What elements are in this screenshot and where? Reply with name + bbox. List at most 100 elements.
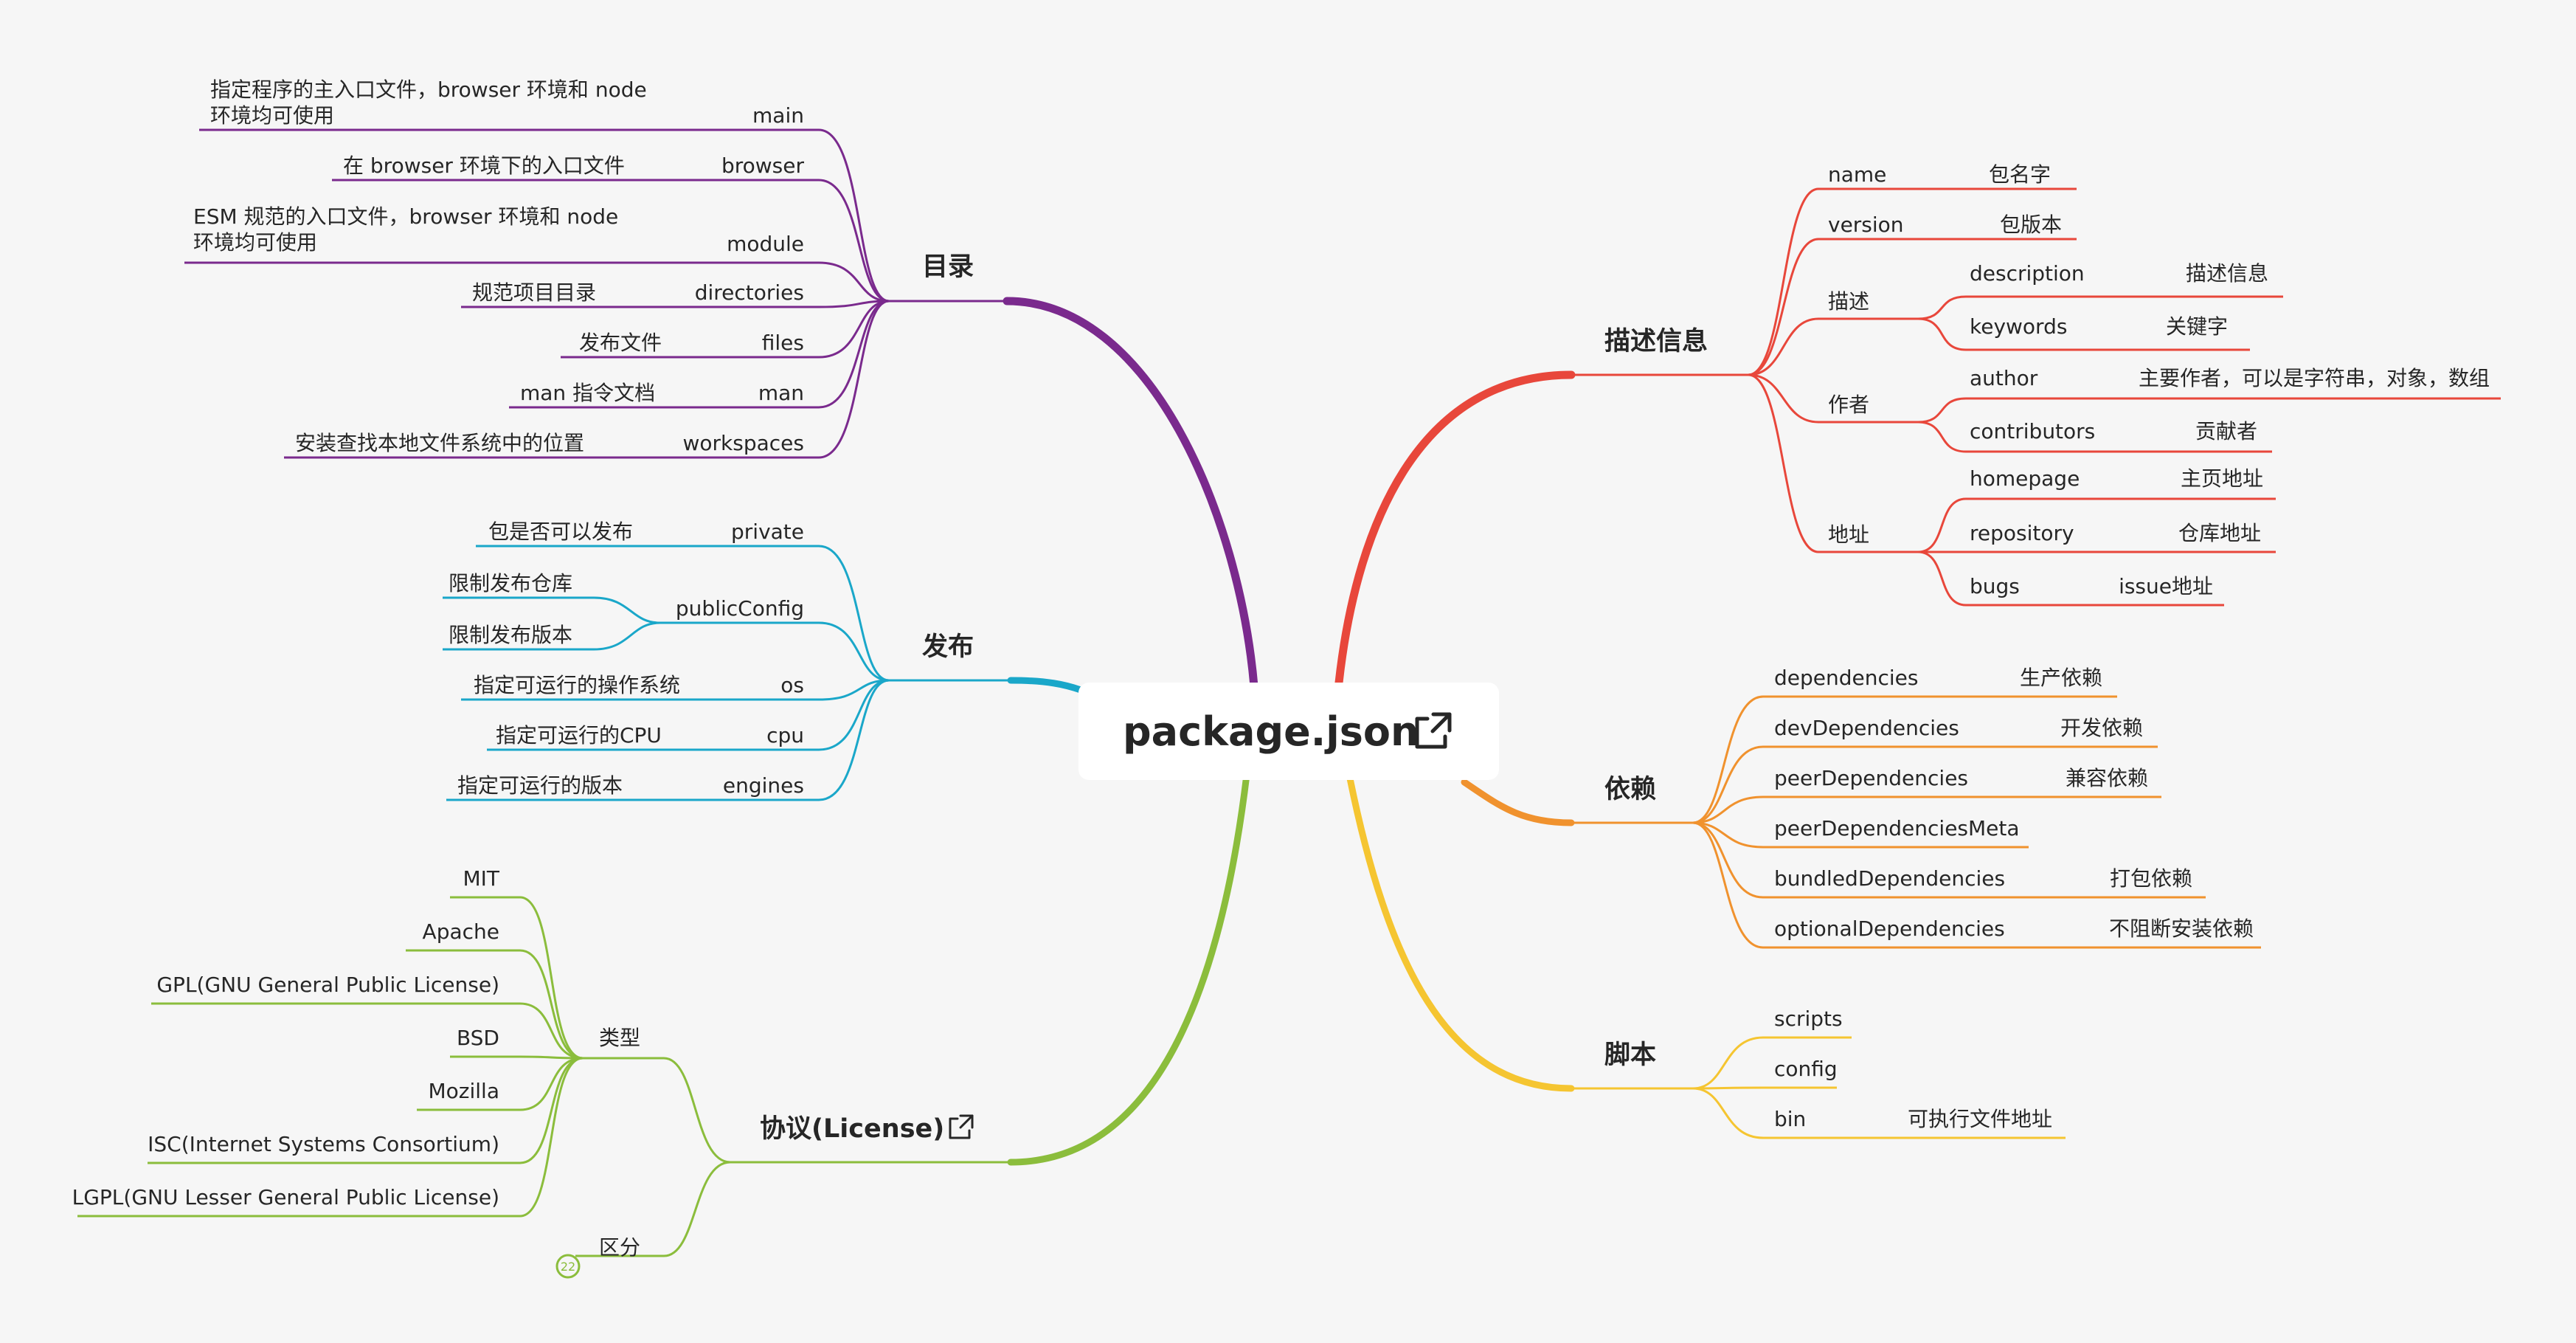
desc-description-key: description [1970,261,2085,286]
publish-engines-key: engines [723,773,804,798]
license-type-apache: Apache [423,919,499,944]
branch-script-label: 脚本 [1604,1040,1656,1070]
license-type-lgpl: LGPL(GNU Lesser General Public License) [72,1185,499,1209]
license-type-gpl: GPL(GNU General Public License) [156,973,499,997]
deps-devdependencies-key: devDependencies [1774,716,1959,740]
branch-license-title[interactable]: 协议(License) [760,1114,974,1144]
deps-bundleddependencies-value: 打包依赖 [2110,866,2192,891]
publish-publicconfig-desc-b: 限制发布版本 [449,623,572,647]
catalog-module-desc-line2: 环境均可使用 [193,230,317,255]
desc-author-value: 主要作者，可以是字符串，对象，数组 [2139,366,2490,390]
deps-devdependencies-value: 开发依赖 [2060,716,2143,740]
deps-optionaldependencies-value: 不阻断安装依赖 [2109,916,2254,941]
catalog-browser-key: browser [721,153,805,178]
script-items: scripts config bin 可执行文件地址 [1774,1007,2052,1131]
center-node[interactable]: package.json [1078,683,1499,780]
desc-bugs-value: issue地址 [2119,574,2213,598]
branch-description-label: 描述信息 [1604,326,1708,356]
publish-publicconfig-key: publicConfig [676,596,804,621]
catalog-man-key: man [758,381,804,405]
deps-dependencies-key: dependencies [1774,666,1918,690]
center-title: package.json [1123,708,1419,755]
desc-description-value: 描述信息 [2186,261,2268,286]
deps-dependencies-value: 生产依赖 [2020,666,2102,690]
license-collapsed-count: 22 [561,1260,575,1274]
publish-os-key: os [780,673,804,697]
desc-author-key: author [1970,366,2038,390]
script-bin-value: 可执行文件地址 [1908,1107,2052,1131]
external-link-icon[interactable] [1415,712,1452,749]
catalog-workspaces-desc: 安装查找本地文件系统中的位置 [295,431,584,455]
desc-version-value: 包版本 [2000,213,2062,237]
deps-peerdependencies-value: 兼容依赖 [2066,766,2148,790]
desc-address-label: 地址 [1828,522,1869,547]
branch-publish[interactable] [443,545,1011,801]
license-distinguish-label: 区分 [599,1235,640,1260]
publish-cpu-key: cpu [766,723,804,748]
publish-os-desc: 指定可运行的操作系统 [474,673,680,697]
branch-script[interactable] [1571,1036,2066,1139]
desc-name-key: name [1828,162,1886,187]
desc-repository-key: repository [1970,521,2074,545]
branch-catalog-label: 目录 [922,252,974,282]
connector-publish [1007,677,1084,694]
license-type-isc: ISC(Internet Systems Consortium) [148,1132,499,1156]
catalog-files-key: files [762,331,804,355]
deps-items: dependencies 生产依赖 devDependencies 开发依赖 p… [1774,666,2254,941]
publish-items: 包是否可以发布 private 限制发布仓库 限制发布版本 publicConf… [449,519,804,798]
catalog-directories-key: directories [695,280,804,305]
catalog-main-desc-line2: 环境均可使用 [210,103,334,128]
desc-homepage-value: 主页地址 [2181,466,2263,491]
connector-license [1007,771,1250,1166]
license-type-mit: MIT [463,866,499,891]
script-scripts-key: scripts [1774,1007,1843,1031]
publish-private-desc: 包是否可以发布 [488,519,633,544]
catalog-workspaces-key: workspaces [683,431,805,455]
desc-repository-value: 仓库地址 [2178,521,2261,545]
license-type-label: 类型 [599,1026,640,1050]
license-external-link-icon[interactable] [949,1114,974,1139]
description-items: name 包名字 version 包版本 描述 description 描述信息… [1828,162,2490,598]
publish-engines-desc: 指定可运行的版本 [457,773,623,798]
desc-author-group-label: 作者 [1828,393,1869,417]
catalog-browser-desc: 在 browser 环境下的入口文件 [343,153,625,178]
branch-deps-label: 依赖 [1604,775,1656,804]
deps-peerdependenciesmeta-key: peerDependenciesMeta [1774,816,2020,840]
license-collapsed-badge[interactable]: 22 [555,1254,581,1279]
catalog-directories-desc: 规范项目目录 [472,280,596,305]
deps-peerdependencies-key: peerDependencies [1774,766,1968,790]
desc-describe-label: 描述 [1828,289,1869,314]
catalog-module-desc-line1: ESM 规范的入口文件，browser 环境和 node [193,204,618,229]
connector-description [1334,370,1576,687]
desc-version-key: version [1828,213,1904,237]
script-config-key: config [1774,1057,1838,1081]
desc-homepage-key: homepage [1970,466,2080,491]
connector-catalog [1003,297,1258,691]
branch-deps[interactable] [1571,695,2261,949]
desc-name-value: 包名字 [1989,162,2051,187]
publish-publicconfig-desc-a: 限制发布仓库 [449,571,572,595]
desc-keywords-key: keywords [1970,314,2067,339]
desc-contributors-value: 贡献者 [2195,419,2257,443]
publish-private-key: private [731,519,804,544]
license-type-bsd: BSD [457,1026,499,1050]
catalog-items: 指定程序的主入口文件，browser 环境和 node 环境均可使用 main … [193,77,804,455]
catalog-files-desc: 发布文件 [579,331,662,355]
branch-catalog[interactable] [184,128,1007,459]
connector-deps [1461,778,1575,826]
connector-script [1346,775,1575,1092]
branch-license[interactable] [77,896,1011,1257]
catalog-main-desc-line1: 指定程序的主入口文件，browser 环境和 node [210,77,647,102]
branch-description[interactable] [1571,187,2501,607]
center-box [1078,683,1499,780]
branch-license-label: 协议(License) [760,1114,944,1144]
desc-bugs-key: bugs [1970,574,2020,598]
license-type-mozilla: Mozilla [429,1079,499,1103]
publish-cpu-desc: 指定可运行的CPU [496,723,662,748]
branch-publish-label: 发布 [922,632,974,662]
catalog-man-desc: man 指令文档 [520,381,655,405]
catalog-main-key: main [752,103,804,128]
desc-keywords-value: 关键字 [2166,314,2228,339]
script-bin-key: bin [1774,1107,1806,1131]
